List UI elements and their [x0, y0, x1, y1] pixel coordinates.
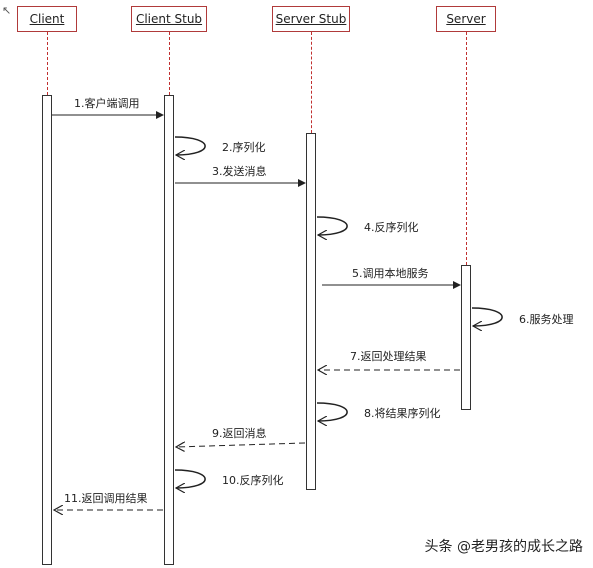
lifeline-client-header: Client [17, 6, 77, 32]
lifeline-client-dash [47, 32, 48, 95]
activation-server-stub [306, 133, 316, 490]
arrow-6 [472, 307, 503, 326]
arrow-2 [175, 136, 206, 155]
arrow-10 [175, 469, 206, 488]
message-4-label: 4.反序列化 [364, 221, 419, 234]
lifeline-client-stub-header: Client Stub [131, 6, 207, 32]
message-5-label: 5.调用本地服务 [352, 267, 429, 280]
arrow-8 [317, 402, 348, 421]
cursor-icon: ↖ [2, 4, 12, 17]
lifeline-server-stub-dash [311, 32, 312, 133]
lifeline-server-dash [466, 32, 467, 265]
message-10-label: 10.反序列化 [222, 474, 284, 487]
lifeline-server-header: Server [436, 6, 496, 32]
message-8-label: 8.将结果序列化 [364, 407, 441, 420]
watermark: 头条 @老男孩的成长之路 [424, 539, 583, 555]
arrow-9 [176, 443, 306, 447]
message-2-label: 2.序列化 [222, 141, 266, 154]
lifeline-client-stub-dash [169, 32, 170, 95]
arrow-4 [317, 216, 348, 235]
lifeline-client-stub-label: Client Stub [135, 12, 203, 26]
activation-client-stub [164, 95, 174, 565]
lifeline-server-stub-label: Server Stub [275, 12, 347, 26]
lifeline-server-label: Server [446, 12, 486, 26]
activation-server [461, 265, 471, 410]
message-7-label: 7.返回处理结果 [350, 350, 427, 363]
lifeline-client-label: Client [29, 12, 65, 26]
message-3-label: 3.发送消息 [212, 165, 267, 178]
activation-client [42, 95, 52, 565]
message-1-label: 1.客户端调用 [74, 97, 140, 110]
message-9-label: 9.返回消息 [212, 427, 267, 440]
lifeline-server-stub-header: Server Stub [272, 6, 350, 32]
message-11-label: 11.返回调用结果 [64, 492, 148, 505]
message-6-label: 6.服务处理 [519, 313, 574, 326]
